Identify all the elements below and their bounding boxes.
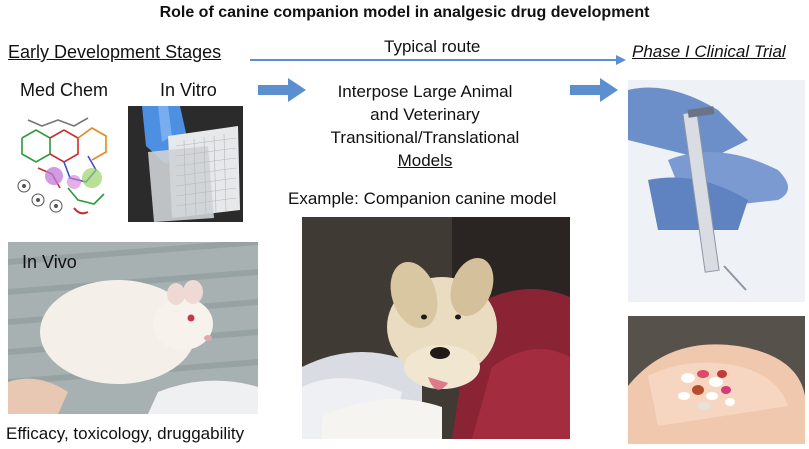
in-vitro-label: In Vitro bbox=[160, 80, 217, 100]
arrow-to-models bbox=[258, 78, 306, 102]
efficacy-label: Efficacy, toxicology, druggability bbox=[6, 424, 245, 443]
typical-route-arrow bbox=[250, 55, 626, 65]
interpose-line-2: and Veterinary bbox=[370, 105, 480, 124]
pills-photo bbox=[628, 316, 805, 444]
arrow-to-phase-one bbox=[570, 78, 618, 102]
early-development-heading: Early Development Stages bbox=[8, 42, 222, 62]
companion-dog-photo bbox=[302, 217, 570, 439]
interpose-models-text: Interpose Large Animal and Veterinary Tr… bbox=[300, 80, 550, 172]
in-vivo-rat-photo bbox=[8, 242, 258, 414]
syringe-photo bbox=[628, 80, 805, 302]
canine-example-label: Example: Companion canine model bbox=[288, 189, 557, 208]
molecule-image bbox=[8, 108, 126, 228]
med-chem-label: Med Chem bbox=[20, 80, 109, 100]
interpose-line-1: Interpose Large Animal bbox=[337, 82, 513, 101]
phase-one-heading: Phase I Clinical Trial bbox=[632, 42, 786, 61]
interpose-line-4: Models bbox=[397, 151, 453, 170]
in-vivo-label: In Vivo bbox=[22, 252, 77, 272]
typical-route-label: Typical route bbox=[384, 37, 481, 56]
in-vitro-photo bbox=[128, 106, 243, 222]
diagram-title: Role of canine companion model in analge… bbox=[159, 4, 650, 21]
interpose-line-3: Transitional/Translational bbox=[330, 128, 520, 147]
